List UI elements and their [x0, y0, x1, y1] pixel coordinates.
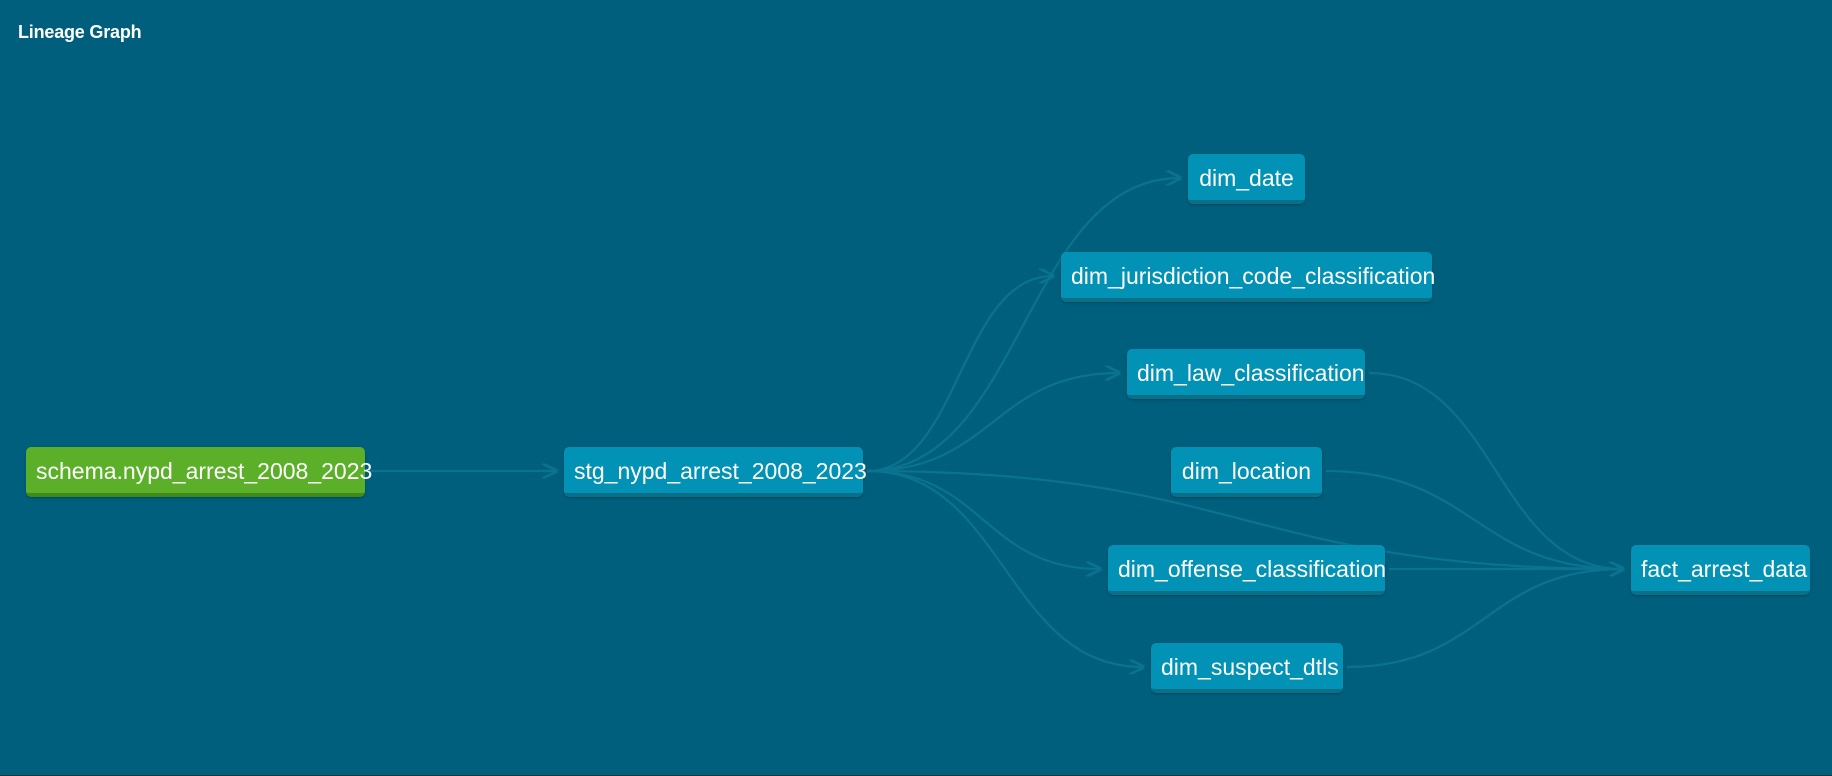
node-fact-arrest-data[interactable]: fact_arrest_data [1631, 545, 1810, 595]
edge-1 [866, 178, 1180, 473]
edge-4 [866, 469, 1100, 569]
edge-5 [866, 469, 1143, 667]
edge-7 [1368, 371, 1623, 569]
edge-8 [1325, 469, 1623, 569]
node-dim-location[interactable]: dim_location [1171, 447, 1322, 497]
edge-6 [866, 469, 1623, 569]
edge-3 [866, 373, 1119, 473]
node-stg-nypd-arrest[interactable]: stg_nypd_arrest_2008_2023 [564, 447, 867, 497]
panel-title: Lineage Graph [18, 22, 142, 42]
edge-2 [866, 276, 1053, 473]
node-dim-suspect-dtls[interactable]: dim_suspect_dtls [1151, 643, 1343, 693]
node-schema-nypd-arrest[interactable]: schema.nypd_arrest_2008_2023 [26, 447, 372, 497]
node-dim-law-classification[interactable]: dim_law_classification [1127, 349, 1365, 399]
node-dim-date[interactable]: dim_date [1188, 154, 1305, 204]
node-dim-jurisdiction-code-classification[interactable]: dim_jurisdiction_code_classification [1061, 252, 1435, 302]
node-dim-offense-classification[interactable]: dim_offense_classification [1108, 545, 1386, 595]
edge-10 [1346, 569, 1623, 669]
